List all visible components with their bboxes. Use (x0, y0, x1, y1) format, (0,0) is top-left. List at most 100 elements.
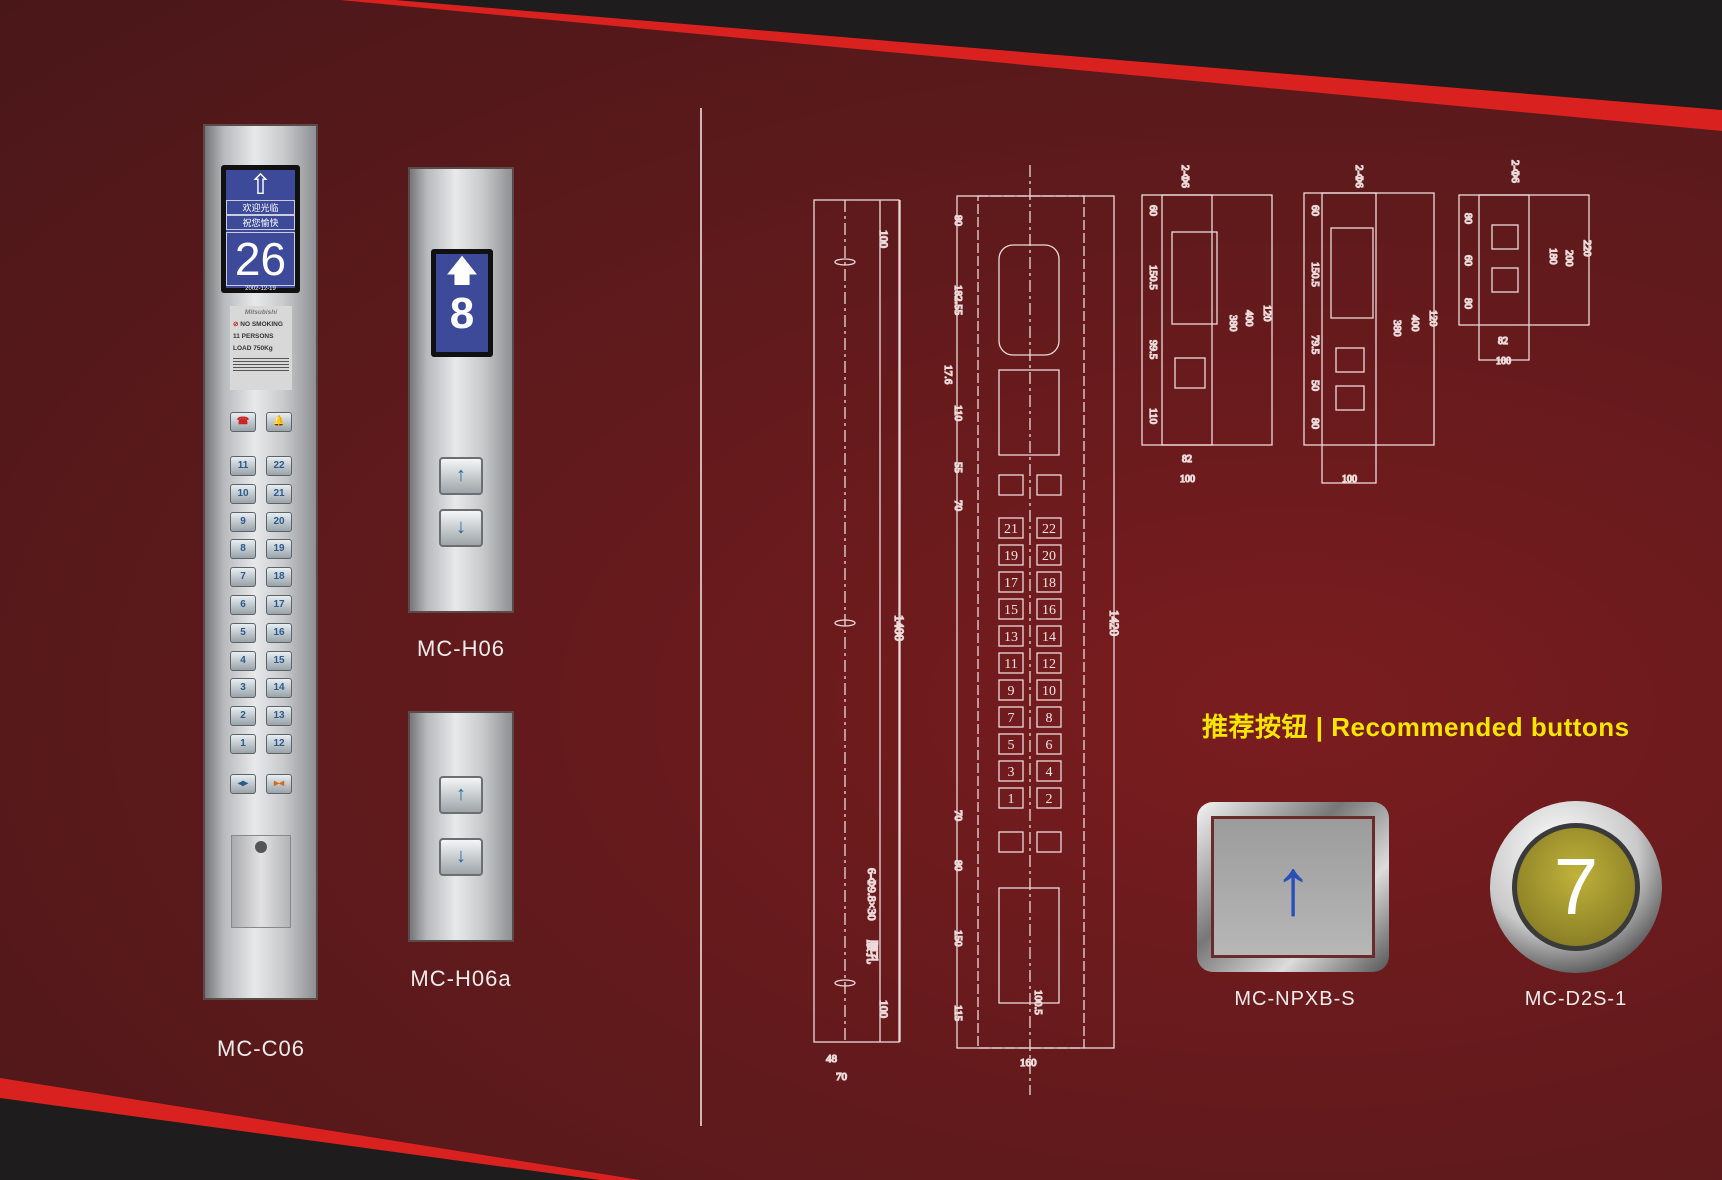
dim-text: 55 (952, 462, 964, 474)
floor-button[interactable]: 17 (266, 595, 292, 615)
hall-panel-drawing-1: 60 150.5 99.5 110 380 400 120 2-Φ6 82 10… (1141, 164, 1274, 486)
hall-up-button[interactable]: ↑ (439, 776, 483, 814)
dim-text: 2-Φ6 (1179, 165, 1191, 188)
brand-text: Mitsubishi (244, 309, 278, 316)
dim-text: 60 (1462, 255, 1474, 267)
load-text: LOAD 750Kg (233, 345, 273, 352)
c06-panel: ⇧ 欢迎光临 祝您愉快 26 2002-12-19 Mitsubishi ⊘ N… (203, 124, 318, 1000)
drawing-button-number: 6 (1046, 738, 1053, 753)
floor-button[interactable]: 9 (230, 511, 256, 532)
dim-text: 182.55 (952, 285, 964, 316)
drawing-button-number: 3 (1008, 765, 1015, 780)
floor-number: 26 (226, 232, 295, 286)
side-view-drawing: 100 1400 100 6-Φ9.8×30 腰孔 48 70 (813, 199, 908, 1084)
floor-button[interactable]: 2 (230, 706, 256, 727)
drawing-button-outline (1036, 679, 1062, 701)
drawing-button-outline (998, 544, 1024, 566)
floor-button[interactable]: 3 (230, 678, 256, 699)
hall-down-button[interactable]: ↓ (439, 838, 483, 876)
drawing-button-outline (1036, 544, 1062, 566)
drawing-button-number: 20 (1042, 549, 1056, 564)
alarm-bell-button[interactable]: 🔔 (266, 412, 292, 432)
h06a-label: MC-H06a (410, 966, 512, 991)
drawing-button-outline (1036, 760, 1062, 782)
dim-text: 100.5 (1032, 990, 1044, 1015)
keyswitch-cover (231, 835, 291, 928)
dim-text: 115 (952, 1005, 964, 1022)
dim-text: 100 (877, 230, 891, 248)
phone-button[interactable]: ☎ (230, 412, 256, 432)
drawing-button-number: 15 (1004, 603, 1018, 618)
floor-button[interactable]: 11 (230, 456, 256, 476)
dim-text: 50 (1309, 380, 1321, 392)
drawing-button-outline (1036, 517, 1062, 539)
drawing-button-outline (998, 625, 1024, 647)
floor-button[interactable]: 8 (230, 539, 256, 560)
drawing-button-number: 13 (1004, 630, 1018, 645)
floor-button[interactable]: 13 (266, 706, 292, 727)
dim-text: 400 (1409, 315, 1421, 332)
capacity-plate: Mitsubishi ⊘ NO SMOKING 11 PERSONS LOAD … (230, 306, 292, 390)
floor-button[interactable]: 12 (266, 734, 292, 754)
up-arrow-icon: ⇧ (248, 169, 273, 200)
display-message-1: 欢迎光临 (226, 200, 295, 215)
recommended-title: 推荐按钮 | Recommended buttons (1202, 712, 1630, 742)
floor-button[interactable]: 16 (266, 622, 292, 643)
no-smoking-icon: ⊘ (233, 321, 239, 328)
drawing-button-number: 8 (1046, 711, 1053, 726)
floor-button[interactable]: 7 (230, 567, 256, 588)
dim-text: 60 (1147, 205, 1159, 217)
floor-button[interactable]: 19 (266, 539, 292, 560)
drawing-button-outline (998, 571, 1024, 593)
door-open-button[interactable]: ◂▸ (230, 774, 256, 794)
h06-display: 🡅 8 (431, 249, 493, 357)
drawing-button-outline (1036, 706, 1062, 728)
dim-text: 1420 (1107, 610, 1122, 636)
dim-text: 150 (952, 930, 964, 947)
floor-button[interactable]: 22 (266, 456, 292, 476)
door-close-button[interactable]: ▸◂ (266, 774, 292, 794)
dim-text: 380 (1227, 315, 1239, 332)
d2s-button-image: 7 (1490, 801, 1662, 973)
floor-button[interactable]: 20 (266, 511, 292, 532)
npxb-label: MC-NPXB-S (1234, 988, 1356, 1010)
drawing-button-outline (1036, 787, 1062, 809)
floor-button[interactable]: 15 (266, 650, 292, 671)
drawing-button-outline (998, 598, 1024, 620)
floor-button[interactable]: 6 (230, 595, 256, 615)
drawing-button-outline (998, 517, 1024, 539)
floor-button[interactable]: 21 (266, 483, 292, 504)
dim-text: 220 (1581, 240, 1593, 257)
dim-text: 70 (952, 810, 964, 822)
hall-panel-drawing-3: 80 60 80 180 200 220 2-Φ6 82 100 (1458, 159, 1594, 368)
dim-text: 80 (952, 860, 964, 872)
dim-text: 400 (1243, 310, 1255, 327)
dim-text: 120 (1427, 310, 1439, 327)
floor-button[interactable]: 5 (230, 622, 256, 643)
floor-button[interactable]: 4 (230, 650, 256, 671)
drawing-button-number: 18 (1042, 576, 1056, 591)
dim-text: 82 (1498, 336, 1508, 347)
dim-text: 100 (1496, 356, 1511, 367)
dim-text: 80 (1309, 418, 1321, 430)
floor-button[interactable]: 1 (230, 734, 256, 754)
floor-button[interactable]: 10 (230, 483, 256, 504)
floor-7-number: 7 (1512, 823, 1640, 951)
dim-text: 100 (1180, 474, 1195, 485)
dim-text: 2-Φ6 (1353, 165, 1365, 188)
dim-text: 6-Φ9.8×30 (865, 868, 879, 921)
floor-button[interactable]: 18 (266, 567, 292, 588)
drawing-button-number: 4 (1046, 765, 1053, 780)
drawing-button-outline (998, 652, 1024, 674)
hall-up-button[interactable]: ↑ (439, 457, 483, 495)
hall-down-button[interactable]: ↓ (439, 509, 483, 547)
floor-number: 8 (449, 289, 475, 338)
dim-text: 腰孔 (865, 940, 879, 964)
drawing-button-outline (998, 733, 1024, 755)
floor-button[interactable]: 14 (266, 678, 292, 699)
drawing-button-number: 9 (1008, 684, 1015, 699)
no-smoking-text: NO SMOKING (240, 321, 283, 328)
drawing-button-number: 17 (1004, 576, 1018, 591)
dim-text: 60 (1309, 205, 1321, 217)
